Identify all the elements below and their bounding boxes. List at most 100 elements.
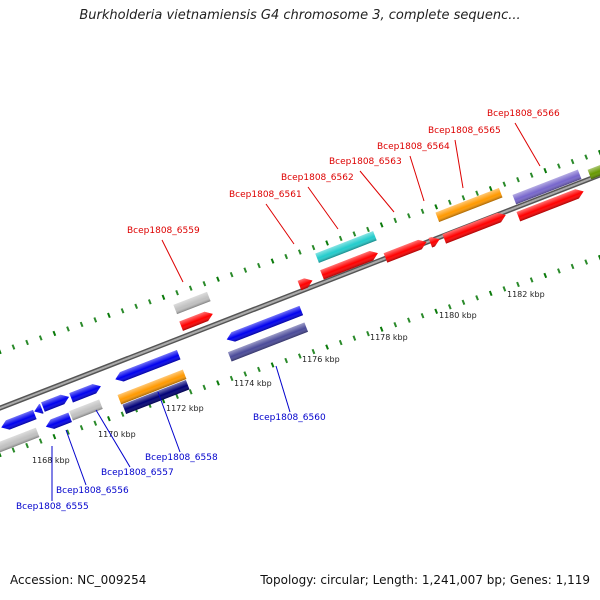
scale-label: 1172 kbp [166, 404, 204, 413]
guide-dot [270, 258, 275, 264]
gene-feature-shade [435, 188, 503, 222]
gene-feature-shade [587, 164, 600, 180]
guide-dot [107, 312, 111, 319]
leader-lines [51, 122, 541, 501]
guide-dot [434, 204, 439, 210]
guide-dot [488, 186, 493, 192]
scale-label: 1168 kbp [32, 456, 70, 465]
gene-label[interactable]: Bcep1808_6566 [487, 109, 560, 119]
gene-feature [69, 384, 101, 403]
gene-label[interactable]: Bcep1808_6555 [16, 502, 89, 512]
guide-dot [475, 190, 479, 196]
guide-dot [352, 231, 357, 237]
guide-dot [257, 262, 261, 269]
guide-dot [502, 286, 507, 292]
guide-dot [461, 299, 466, 305]
gene-feature [428, 237, 440, 248]
guide-dot [229, 375, 234, 382]
gene-label[interactable]: Bcep1808_6565 [428, 126, 501, 136]
guide-dot [502, 181, 507, 187]
gene-feature [179, 311, 213, 331]
gene-label[interactable]: Bcep1808_6563 [329, 157, 402, 167]
guide-dot [93, 420, 98, 426]
gene-label[interactable]: Bcep1808_6557 [101, 468, 174, 478]
gene-feature-shade [442, 212, 506, 244]
feature-layer [0, 164, 600, 453]
gene-feature [587, 164, 600, 180]
gene-feature [320, 251, 378, 280]
gene-feature [227, 322, 309, 362]
gene-feature [173, 291, 211, 315]
guide-dot [379, 222, 384, 228]
gene-feature-shade [115, 350, 181, 382]
gene-feature [383, 239, 427, 263]
guide-dot [325, 240, 329, 246]
guide-dot [461, 195, 466, 201]
guide-dot [557, 268, 561, 274]
guide-dot [366, 330, 370, 337]
gene-feature-shade [69, 399, 103, 421]
guide-dot [284, 253, 289, 260]
scale-label: 1182 kbp [507, 290, 545, 299]
gene-feature [34, 403, 44, 414]
guide-dot [66, 429, 70, 435]
gene-feature [0, 427, 40, 453]
guide-dot [25, 339, 29, 346]
guide-dot [420, 313, 425, 319]
gene-feature [226, 305, 304, 342]
gene-feature-shade [512, 169, 582, 205]
guide-dot [311, 348, 316, 355]
gene-feature-shade [41, 394, 70, 412]
leader-line [307, 186, 339, 230]
guide-dot [38, 438, 43, 444]
guide-dot [297, 353, 302, 359]
gene-label[interactable]: Bcep1808_6559 [127, 226, 200, 236]
guide-dot [257, 366, 261, 373]
guide-dot [270, 362, 275, 368]
guide-dot [393, 217, 398, 224]
guide-dot [570, 158, 575, 165]
gene-feature [45, 412, 72, 429]
guide-dot [216, 380, 220, 386]
gene-feature [435, 188, 503, 222]
guide-dot [570, 263, 575, 270]
guide-dot [543, 167, 548, 174]
guide-dot [25, 442, 29, 449]
gene-feature [442, 212, 506, 244]
gene-feature-shade [315, 231, 377, 263]
gene-feature-shade [117, 369, 187, 405]
guide-dot [147, 299, 152, 305]
guide-dot [202, 384, 207, 391]
gene-label[interactable]: Bcep1808_6560 [253, 413, 326, 423]
gene-label[interactable]: Bcep1808_6562 [281, 173, 354, 183]
guide-dot [557, 163, 561, 169]
gene-feature-shade [179, 311, 213, 331]
gene-feature-shade [297, 278, 313, 291]
guide-dot [338, 235, 343, 242]
guide-dot [393, 322, 398, 328]
leader-line [161, 239, 184, 283]
gene-feature [315, 231, 377, 263]
gene-label[interactable]: Bcep1808_6558 [145, 453, 218, 463]
gene-label[interactable]: Bcep1808_6556 [56, 486, 129, 496]
leader-line [157, 391, 181, 453]
page-title: Burkholderia vietnamiensis G4 chromosome… [79, 8, 521, 23]
gene-label[interactable]: Bcep1808_6564 [377, 142, 450, 152]
guide-dot [216, 276, 220, 282]
guide-dot [311, 244, 316, 251]
guide-dot [529, 172, 534, 178]
guide-dot [52, 330, 57, 337]
guide-dot [66, 326, 70, 332]
guide-dot [543, 272, 548, 279]
gene-label[interactable]: Bcep1808_6561 [229, 190, 302, 200]
guide-dot [229, 271, 234, 278]
guide-dot [120, 411, 125, 417]
guide-dot [38, 335, 43, 341]
guide-dot [134, 303, 139, 309]
accession-label: Accession: NC_009254 [10, 573, 147, 587]
gene-feature-shade [226, 305, 304, 342]
guide-dot [52, 433, 57, 440]
gene-feature-shade [34, 403, 44, 414]
guide-dot [188, 285, 193, 291]
